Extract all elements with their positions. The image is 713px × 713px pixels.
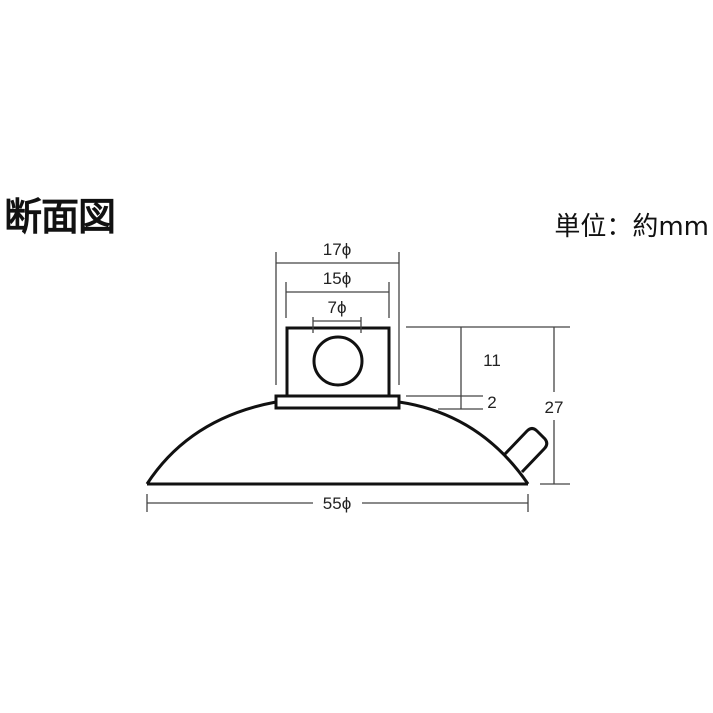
suction-cup-dome <box>145 400 530 485</box>
dim-base-diameter: 55ϕ <box>323 494 351 513</box>
hole-circle <box>312 335 364 387</box>
diagram-title: 断面図 <box>4 195 116 239</box>
dim-head-height: 11 <box>483 351 501 370</box>
collar-plate <box>274 394 401 410</box>
release-tab <box>503 427 549 474</box>
dim-inner-diameter: 15ϕ <box>323 269 351 288</box>
unit-label: 単位：約mm <box>554 212 709 242</box>
dim-hole-diameter: 7ϕ <box>328 298 347 317</box>
dim-collar-height: 2 <box>487 393 496 412</box>
dim-outer-diameter: 17ϕ <box>323 240 351 259</box>
dim-total-height: 27 <box>545 398 564 417</box>
